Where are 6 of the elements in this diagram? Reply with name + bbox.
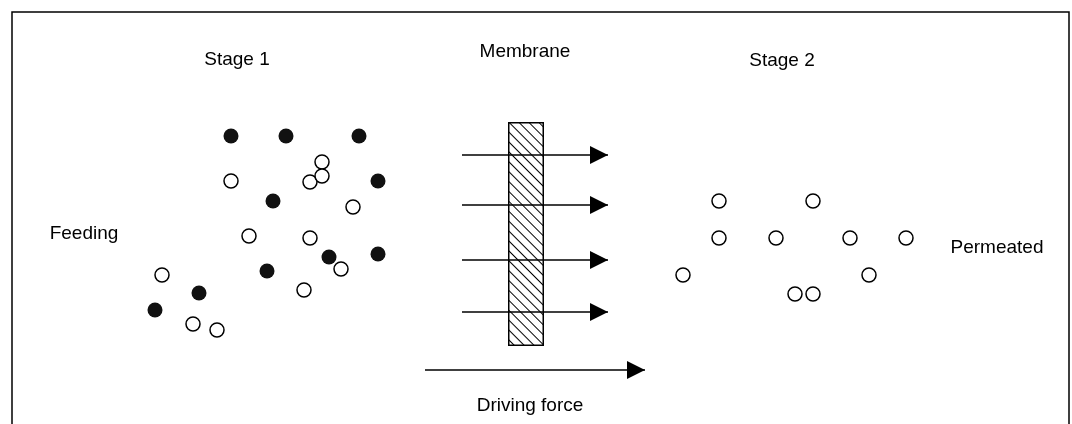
stage-label: Stage 1 bbox=[204, 48, 270, 70]
driving-force-label: Driving force bbox=[476, 394, 584, 416]
permeated-label: Permeated bbox=[950, 236, 1044, 258]
stage-label: Stage 2 bbox=[749, 49, 815, 71]
feeding-label: Feeding bbox=[49, 222, 119, 244]
membrane-label: Membrane bbox=[479, 40, 571, 62]
